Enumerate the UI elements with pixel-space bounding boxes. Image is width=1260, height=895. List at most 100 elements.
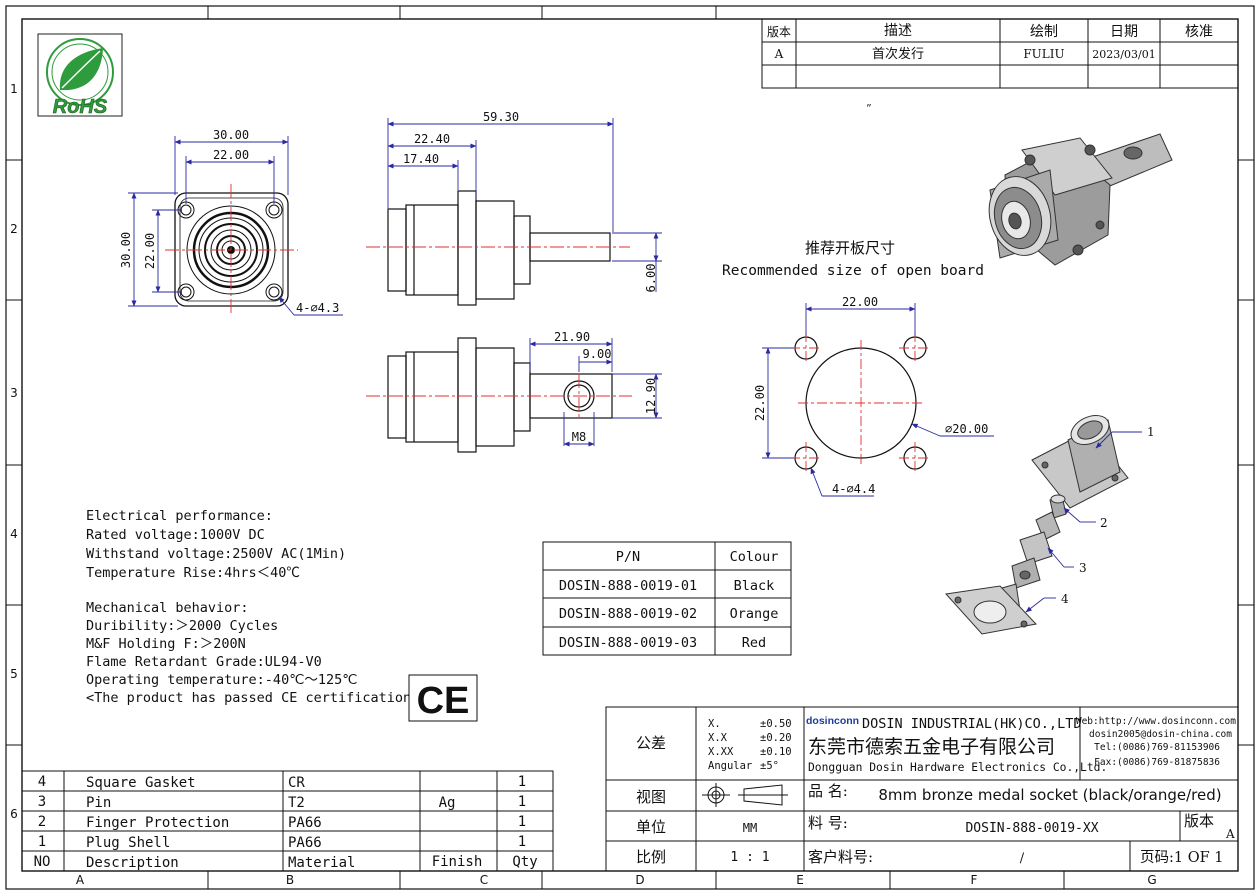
bom-row-2-material: T2: [288, 795, 305, 811]
version-label: 版本: [1184, 812, 1214, 830]
bom-row-4-desc: Plug Shell: [86, 835, 170, 851]
open-board-title-cn: 推荐开板尺寸: [805, 239, 895, 257]
dim-front-width-holes: 22.00: [213, 148, 249, 162]
tol-xx-label: X.X: [708, 732, 728, 744]
bom-row-1-material: CR: [288, 775, 305, 791]
tolerance-label: 公差: [636, 734, 666, 752]
dim-front-height-outer: 30.00: [119, 232, 133, 268]
spec-rated-voltage: Rated voltage:1000V DC: [86, 527, 265, 543]
side-view: 59.30 22.40 17.40 6.00: [366, 110, 662, 306]
spec-flame-retardant: Flame Retardant Grade:UL94-V0: [86, 654, 322, 670]
bom-row-1-desc: Square Gasket: [86, 775, 196, 791]
col-label-e: E: [796, 873, 804, 887]
col-label-d: D: [635, 873, 644, 887]
col-label-g: G: [1147, 873, 1156, 887]
dim-board-height: 22.00: [753, 385, 767, 421]
part-number-value: DOSIN-888-0019-XX: [965, 821, 1098, 836]
spec-electrical-title: Electrical performance:: [86, 508, 273, 524]
spec-temperature-rise: Temperature Rise:4hrs＜40℃: [86, 565, 300, 581]
view-label: 视图: [636, 788, 666, 806]
pn-header-colour: Colour: [730, 549, 779, 565]
bom-row-2-finish: Ag: [439, 795, 456, 811]
explode-label-3: 3: [1079, 561, 1087, 575]
ce-mark-text: CE: [417, 680, 470, 722]
tol-xxx-label: X.XX: [708, 746, 734, 758]
stray-mark: ”: [866, 102, 872, 115]
bom-header-desc: Description: [86, 855, 179, 871]
company-web: Web:http://www.dosinconn.com: [1076, 716, 1236, 727]
rohs-text: RoHS: [53, 96, 108, 118]
dim-top-lug-width: 12.90: [644, 378, 658, 414]
bom-row-2-desc: Pin: [86, 795, 111, 811]
tol-x-label: X.: [708, 718, 721, 730]
rev-header-drawn: 绘制: [1030, 24, 1058, 40]
bom-row-2-no: 3: [38, 794, 46, 810]
page-label: 页码:1 OF 1: [1140, 849, 1224, 866]
bom-header-finish: Finish: [432, 854, 483, 870]
rev-header-version: 版本: [767, 25, 791, 39]
bom-table: 4 Square Gasket CR 1 3 Pin T2 Ag 1 2 Fin…: [21, 770, 554, 872]
title-block: 公差 X. ±0.50 X.X ±0.20 X.XX ±0.10 Angular…: [605, 706, 1239, 872]
revision-table: 版本 描述 绘制 日期 核准 A 首次发行 FULIU 2023/03/01: [761, 18, 1239, 89]
rev-cell-desc: 首次发行: [872, 46, 924, 62]
frame-column-labels: A B C D E F G: [76, 873, 1157, 887]
bom-row-4-material: PA66: [288, 835, 322, 851]
version-value: A: [1225, 827, 1235, 841]
bom-row-3-desc: Finger Protection: [86, 815, 229, 831]
frame-row-labels: 1 2 3 4 5 6: [10, 82, 18, 821]
specs-block: Electrical performance: Rated voltage:10…: [86, 508, 419, 706]
spec-operating-temp: Operating temperature:-40℃～125℃: [86, 672, 357, 688]
dim-side-flange-offset: 22.40: [414, 132, 450, 146]
tol-angular-label: Angular: [708, 760, 752, 772]
col-label-f: F: [971, 873, 978, 887]
pn-row-1-colour: Black: [734, 578, 775, 594]
explode-label-2: 2: [1100, 516, 1108, 530]
spec-holding-force: M&F Holding F:＞200N: [86, 636, 246, 652]
col-label-b: B: [286, 873, 294, 887]
spec-ce-note: <The product has passed CE certification…: [86, 690, 419, 706]
dim-board-width: 22.00: [842, 295, 878, 309]
spec-withstand-voltage: Withstand voltage:2500V AC(1Min): [86, 546, 346, 562]
dim-top-hole-offset: 9.00: [583, 347, 612, 361]
company-tel: Tel:(0086)769-81153906: [1094, 742, 1220, 753]
rev-header-desc: 描述: [884, 23, 912, 39]
pn-header-pn: P/N: [616, 549, 640, 565]
bom-row-1-no: 4: [38, 774, 46, 790]
company-fax: Fax:(0086)769-81875836: [1094, 757, 1220, 768]
part-number-label: 料 号:: [808, 814, 848, 832]
bom-header-no: NO: [34, 854, 51, 870]
dim-side-total-length: 59.30: [483, 110, 519, 124]
bom-row-3-no: 2: [38, 814, 46, 830]
col-label-a: A: [76, 873, 85, 887]
dim-top-pin-length: 21.90: [554, 330, 590, 344]
front-view: 30.00 22.00 30.00 22.00 4-∅4.3: [119, 128, 343, 316]
customer-part-value: /: [1020, 851, 1025, 866]
row-label-3: 3: [10, 386, 18, 400]
spec-mechanical-title: Mechanical behavior:: [86, 600, 249, 616]
row-label-2: 2: [10, 222, 18, 236]
pn-row-2-colour: Orange: [730, 606, 779, 622]
company-name-en: DOSIN INDUSTRIAL(HK)CO.,LTD: [862, 716, 1081, 732]
pn-row-3-colour: Red: [742, 635, 766, 651]
dim-front-width-outer: 30.00: [213, 128, 249, 142]
bom-row-3-material: PA66: [288, 815, 322, 831]
row-label-5: 5: [10, 667, 18, 681]
rohs-logo: RoHS: [37, 33, 123, 118]
exploded-view: 1 2 3 4: [945, 414, 1155, 635]
bom-row-4-qty: 1: [518, 834, 526, 850]
tol-angular-value: ±5°: [760, 760, 779, 772]
rev-header-approve: 核准: [1185, 24, 1213, 40]
row-label-1: 1: [10, 82, 18, 96]
open-board-view: 推荐开板尺寸 Recommended size of open board 22…: [722, 239, 994, 497]
scale-value: 1 : 1: [730, 850, 769, 865]
company-email: dosin2005@dosin-china.com: [1089, 729, 1232, 740]
spec-durability: Duribility:＞2000 Cycles: [86, 618, 278, 634]
row-label-6: 6: [10, 807, 18, 821]
product-name-value: 8mm bronze medal socket (black/orange/re…: [878, 786, 1221, 804]
dim-side-face-offset: 17.40: [403, 152, 439, 166]
dim-side-pin-dia: 6.00: [644, 264, 658, 293]
tol-xx-value: ±0.20: [760, 732, 792, 744]
connector-3d-render: [988, 133, 1173, 266]
pn-row-2-pn: DOSIN-888-0019-02: [559, 606, 697, 622]
col-label-c: C: [480, 873, 488, 887]
